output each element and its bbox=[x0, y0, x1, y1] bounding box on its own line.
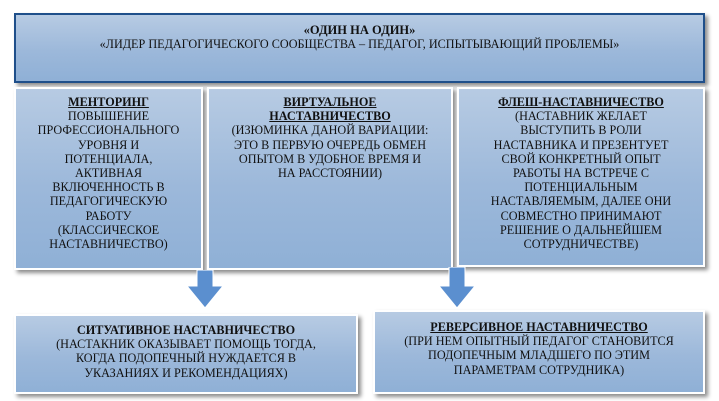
top-body: «ЛИДЕР ПЕДАГОГИЧЕСКОГО СООБЩЕСТВА – ПЕДА… bbox=[99, 37, 620, 52]
situational-title: СИТУАТИВНОЕ НАСТАВНИЧЕСТВО bbox=[76, 323, 296, 337]
situational-mentoring-box: СИТУАТИВНОЕ НАСТАВНИЧЕСТВО (НАСТАКНИК ОК… bbox=[14, 314, 358, 394]
flash-mentoring-box: ФЛЕШ-НАСТАВНИЧЕСТВО (НАСТАВНИК ЖЕЛАЕТ ВЫ… bbox=[457, 87, 705, 267]
virtual-body: (ИЗЮМИНКА ДАНОЙ ВАРИАЦИИ: ЭТО В ПЕРВУЮ О… bbox=[231, 123, 429, 181]
reverse-mentoring-box: РЕВЕРСИВНОЕ НАСТАВНИЧЕСТВО (ПРИ НЕМ ОПЫТ… bbox=[373, 310, 705, 394]
virtual-mentoring-box: ВИРТУАЛЬНОЕ НАСТАВНИЧЕСТВО (ИЗЮМИНКА ДАН… bbox=[207, 87, 453, 270]
situational-body: (НАСТАКНИК ОКАЗЫВАЕТ ПОМОЩЬ ТОГДА, КОГДА… bbox=[56, 337, 316, 380]
arrow-down-right-icon bbox=[439, 267, 475, 308]
top-title: «ОДИН НА ОДИН» bbox=[303, 23, 416, 37]
virtual-title: ВИРТУАЛЬНОЕ НАСТАВНИЧЕСТВО bbox=[269, 95, 391, 124]
flash-title: ФЛЕШ-НАСТАВНИЧЕСТВО bbox=[498, 95, 664, 109]
mentoring-title: МЕНТОРИНГ bbox=[68, 95, 149, 109]
mentoring-box: МЕНТОРИНГ ПОВЫШЕНИЕ ПРОФЕССИОНАЛЬНОГО УР… bbox=[14, 87, 203, 270]
mentoring-body: ПОВЫШЕНИЕ ПРОФЕССИОНАЛЬНОГО УРОВНЯ И ПОТ… bbox=[37, 109, 180, 252]
flash-body: (НАСТАВНИК ЖЕЛАЕТ ВЫСТУПИТЬ В РОЛИ НАСТА… bbox=[490, 109, 672, 252]
arrow-down-left-icon bbox=[187, 270, 223, 308]
reverse-body: (ПРИ НЕМ ОПЫТНЫЙ ПЕДАГОГ СТАНОВИТСЯ ПОДО… bbox=[404, 334, 674, 377]
reverse-title: РЕВЕРСИВНОЕ НАСТАВНИЧЕСТВО bbox=[430, 320, 648, 334]
top-box-one-on-one: «ОДИН НА ОДИН» «ЛИДЕР ПЕДАГОГИЧЕСКОГО СО… bbox=[14, 13, 705, 83]
